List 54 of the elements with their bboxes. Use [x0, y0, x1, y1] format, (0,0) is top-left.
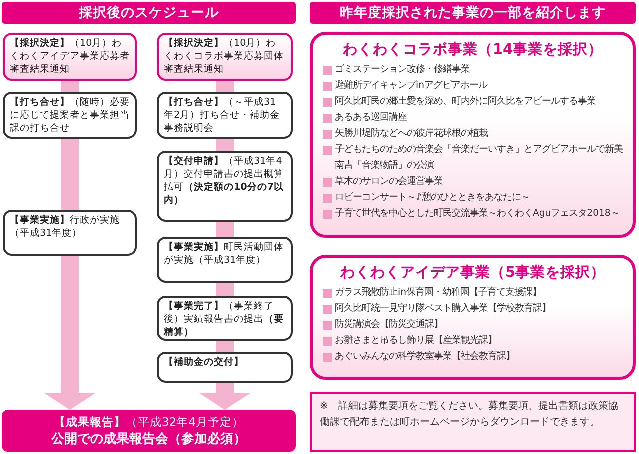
step-box [157, 33, 293, 81]
header-text: 採択後のスケジュール [79, 4, 219, 22]
project-item: お雛さまと吊るし飾り展【産業観光課】 [335, 334, 497, 348]
project-list-box [310, 255, 636, 380]
step-box [157, 296, 293, 341]
step-box [3, 33, 137, 81]
project-item: 子育て世代を中心とした町民交流事業～わくわくAguフェスタ2018～ [335, 206, 620, 221]
project-item: 草木のサロンの会運営事業 [335, 175, 443, 189]
step-text: 【補助金の交付】 [164, 356, 245, 369]
project-item: 防災講演会【防災交通課】 [335, 318, 443, 332]
project-item: 子どもたちのための音楽会「音楽だーいすき」とアグピアホールで新美南吉「音楽物語」の公演 [335, 143, 623, 173]
connector-band [216, 283, 234, 296]
step-text: 【交付申請】（平成31年4月）交付申請書の提出概算払可（決定額の10分の7以内） [164, 155, 286, 207]
step-text: 【事業実施】行政が実施（平成31年度） [10, 214, 121, 240]
project-list-box [310, 32, 636, 238]
project-item: ゴミステーション改修・修繕事業 [335, 63, 470, 77]
arrow [44, 256, 96, 410]
step-text: 【打ち合せ】（～平成31年2月）打ち合せ・補助金事務説明会 [164, 96, 282, 135]
project-item: 阿久比町民の郷土愛を深め、町内外に阿久比をアピールする事業 [335, 95, 596, 109]
step-box [157, 237, 293, 283]
step-text: 【成果報告】（平成32年4月予定） [53, 414, 245, 431]
project-item: 矢勝川堤防などへの彼岸花球根の植栽 [335, 127, 488, 141]
project-item: ロビーコンサート～♪憩のひとときをあなたに～ [335, 191, 530, 205]
group-heading: わくわくコラボ事業（14事業を採択） [342, 40, 604, 60]
header-band [310, 2, 636, 24]
project-item: 阿久比町統一見守り隊ベスト購入事業【学校教育課】 [335, 302, 551, 316]
step-box [157, 151, 293, 222]
result-box [2, 410, 296, 452]
note-text: ※ 詳細は募集要項をご覧ください。募集要項、提出書類は政策協働課で配布または町ホームページからダウンロードできます。 [320, 400, 620, 430]
arrow [199, 383, 251, 410]
connector-band [216, 222, 234, 237]
step-text: 【事業実施】町民活動団体が実施（平成31年度） [164, 241, 285, 267]
group-heading: わくわくアイデア事業（5事業を採択） [339, 264, 607, 283]
note-box [310, 392, 636, 452]
step-text: 公開での成果報告会（参加必須） [50, 431, 248, 448]
connector-band [216, 81, 234, 92]
connector-band [61, 139, 79, 210]
step-text: 【事業完了】（事業終了後）実績報告書の提出（要精算） [164, 300, 285, 339]
connector-band [216, 139, 234, 151]
step-text: 【採択決定】（10月）わくわくコラボ事業応募団体審査結果通知 [164, 37, 285, 76]
header-text: 昨年度採択された事業の一部を紹介します [340, 4, 606, 22]
step-box [3, 92, 137, 139]
project-item: ガラス飛散防止in保育園・幼稚園【子育て支援課】 [335, 286, 542, 300]
step-box [157, 352, 293, 383]
step-text: 【打ち合せ】（随時）必要に応じて提案者と事業担当課の打ち合せ [10, 96, 130, 135]
project-item: あぐいみんなの科学教室事業【社会教育課】 [335, 350, 515, 364]
project-item: 避難所デイキャンプinアグピアホール [335, 79, 488, 93]
project-item: あるある巡回講座 [335, 111, 407, 125]
header-band [2, 2, 296, 24]
step-box [3, 210, 137, 256]
connector-band [216, 341, 234, 352]
step-box [157, 92, 293, 139]
connector-band [61, 81, 79, 92]
step-text: 【採択決定】（10月）わくわくアイデア事業応募者審査結果通知 [10, 37, 130, 76]
